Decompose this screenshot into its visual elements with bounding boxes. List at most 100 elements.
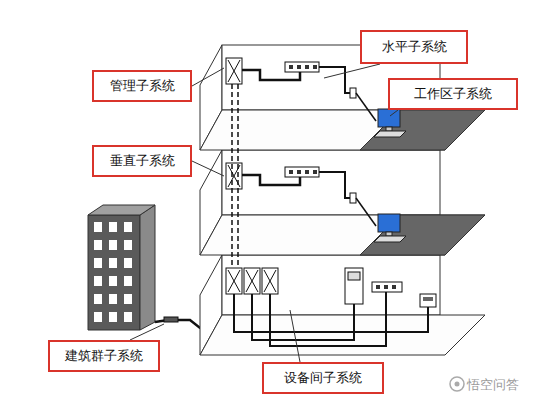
callout-box: 水平子系统	[360, 30, 468, 64]
illustration-part	[264, 270, 276, 292]
illustration-part	[372, 282, 402, 292]
illustration-part	[140, 205, 155, 330]
watermark: 悟空问答	[467, 376, 519, 394]
illustration-part	[350, 193, 356, 203]
illustration-part	[228, 60, 240, 82]
illustration-part	[237, 84, 239, 268]
illustration-part	[356, 198, 376, 226]
illustration-part	[130, 324, 164, 340]
callout-box: 垂直子系统	[92, 145, 192, 177]
callout-text: 垂直子系统	[110, 153, 175, 169]
illustration-part	[228, 270, 276, 292]
callout-text: 水平子系统	[382, 39, 447, 55]
illustration-part	[246, 270, 258, 292]
illustration-part	[360, 215, 485, 255]
illustration-part	[94, 258, 102, 268]
illustration-part	[109, 312, 117, 322]
illustration-part	[289, 170, 293, 174]
illustration-part	[360, 110, 485, 150]
illustration-part	[384, 285, 388, 289]
illustration-part	[88, 205, 155, 215]
illustration-part	[246, 270, 258, 292]
callout-box: 设备间子系统	[262, 362, 384, 394]
illustration-part	[200, 215, 485, 255]
illustration-part	[109, 222, 117, 232]
callout-text: 管理子系统	[110, 78, 175, 94]
illustration-part	[192, 161, 224, 176]
illustration-part	[226, 163, 242, 189]
illustration-part	[109, 276, 117, 286]
illustration-part	[109, 240, 117, 250]
illustration-part	[319, 172, 350, 198]
illustration-part	[290, 310, 300, 362]
illustration-part	[88, 215, 140, 330]
illustration-part	[289, 65, 293, 69]
vertical-riser	[232, 84, 238, 268]
illustration-part	[264, 270, 276, 292]
illustration-part	[228, 60, 240, 82]
illustration-part	[313, 170, 317, 174]
illustration-part	[252, 294, 354, 340]
illustration-part	[297, 65, 301, 69]
illustration-part	[234, 294, 428, 332]
illustration-part	[297, 170, 301, 174]
illustration-part	[423, 297, 433, 301]
illustration-part	[356, 93, 376, 121]
illustration-part	[376, 285, 380, 289]
callout-box: 管理子系统	[92, 70, 192, 102]
illustration-part	[420, 294, 436, 307]
illustration-part	[305, 170, 309, 174]
illustration-part	[348, 272, 360, 280]
illustration-part	[324, 64, 380, 78]
illustration-part	[124, 276, 132, 286]
illustration-part	[386, 232, 392, 236]
illustration-part	[109, 258, 117, 268]
illustration-part	[374, 236, 406, 242]
illustration-part	[319, 67, 350, 93]
illustration-part	[124, 240, 132, 250]
watermark-logo	[450, 377, 464, 391]
illustration-part	[94, 222, 132, 322]
callout-text: 工作区子系统	[414, 86, 492, 102]
illustration-part	[124, 294, 132, 304]
campus-building	[88, 205, 155, 330]
illustration-part	[94, 276, 102, 286]
illustration-part	[450, 377, 464, 391]
illustration-part	[94, 312, 102, 322]
illustration-part	[378, 109, 400, 127]
illustration-part	[94, 240, 102, 250]
illustration-part	[242, 70, 300, 80]
illustration-part	[285, 62, 319, 72]
illustration-part	[392, 285, 396, 289]
illustration-part	[345, 268, 363, 304]
illustration-part	[226, 58, 242, 84]
illustration-part	[285, 167, 319, 177]
illustration-part	[109, 294, 117, 304]
illustration-part	[270, 292, 386, 346]
floor-1	[200, 255, 485, 355]
illustration-part	[164, 317, 178, 322]
callout-text: 建筑群子系统	[65, 348, 143, 364]
illustration-part	[455, 382, 460, 387]
illustration-part	[378, 214, 400, 232]
leader-lines	[130, 64, 398, 362]
illustration-part	[244, 268, 260, 294]
illustration-part	[94, 294, 102, 304]
illustration-part	[94, 222, 102, 232]
illustration-part	[305, 65, 309, 69]
illustration-part	[242, 175, 300, 185]
illustration-part	[228, 270, 240, 292]
illustration-part	[386, 127, 392, 131]
illustration-part	[231, 84, 233, 268]
illustration-part	[390, 110, 398, 116]
illustration-part	[192, 68, 224, 86]
illustration-part	[262, 268, 278, 294]
illustration-part	[313, 65, 317, 69]
illustration-part	[226, 268, 242, 294]
callout-box: 建筑群子系统	[48, 340, 160, 372]
illustration-part	[228, 270, 240, 292]
illustration-part	[200, 110, 485, 150]
illustration-part	[350, 88, 356, 98]
illustration-part	[374, 131, 406, 137]
